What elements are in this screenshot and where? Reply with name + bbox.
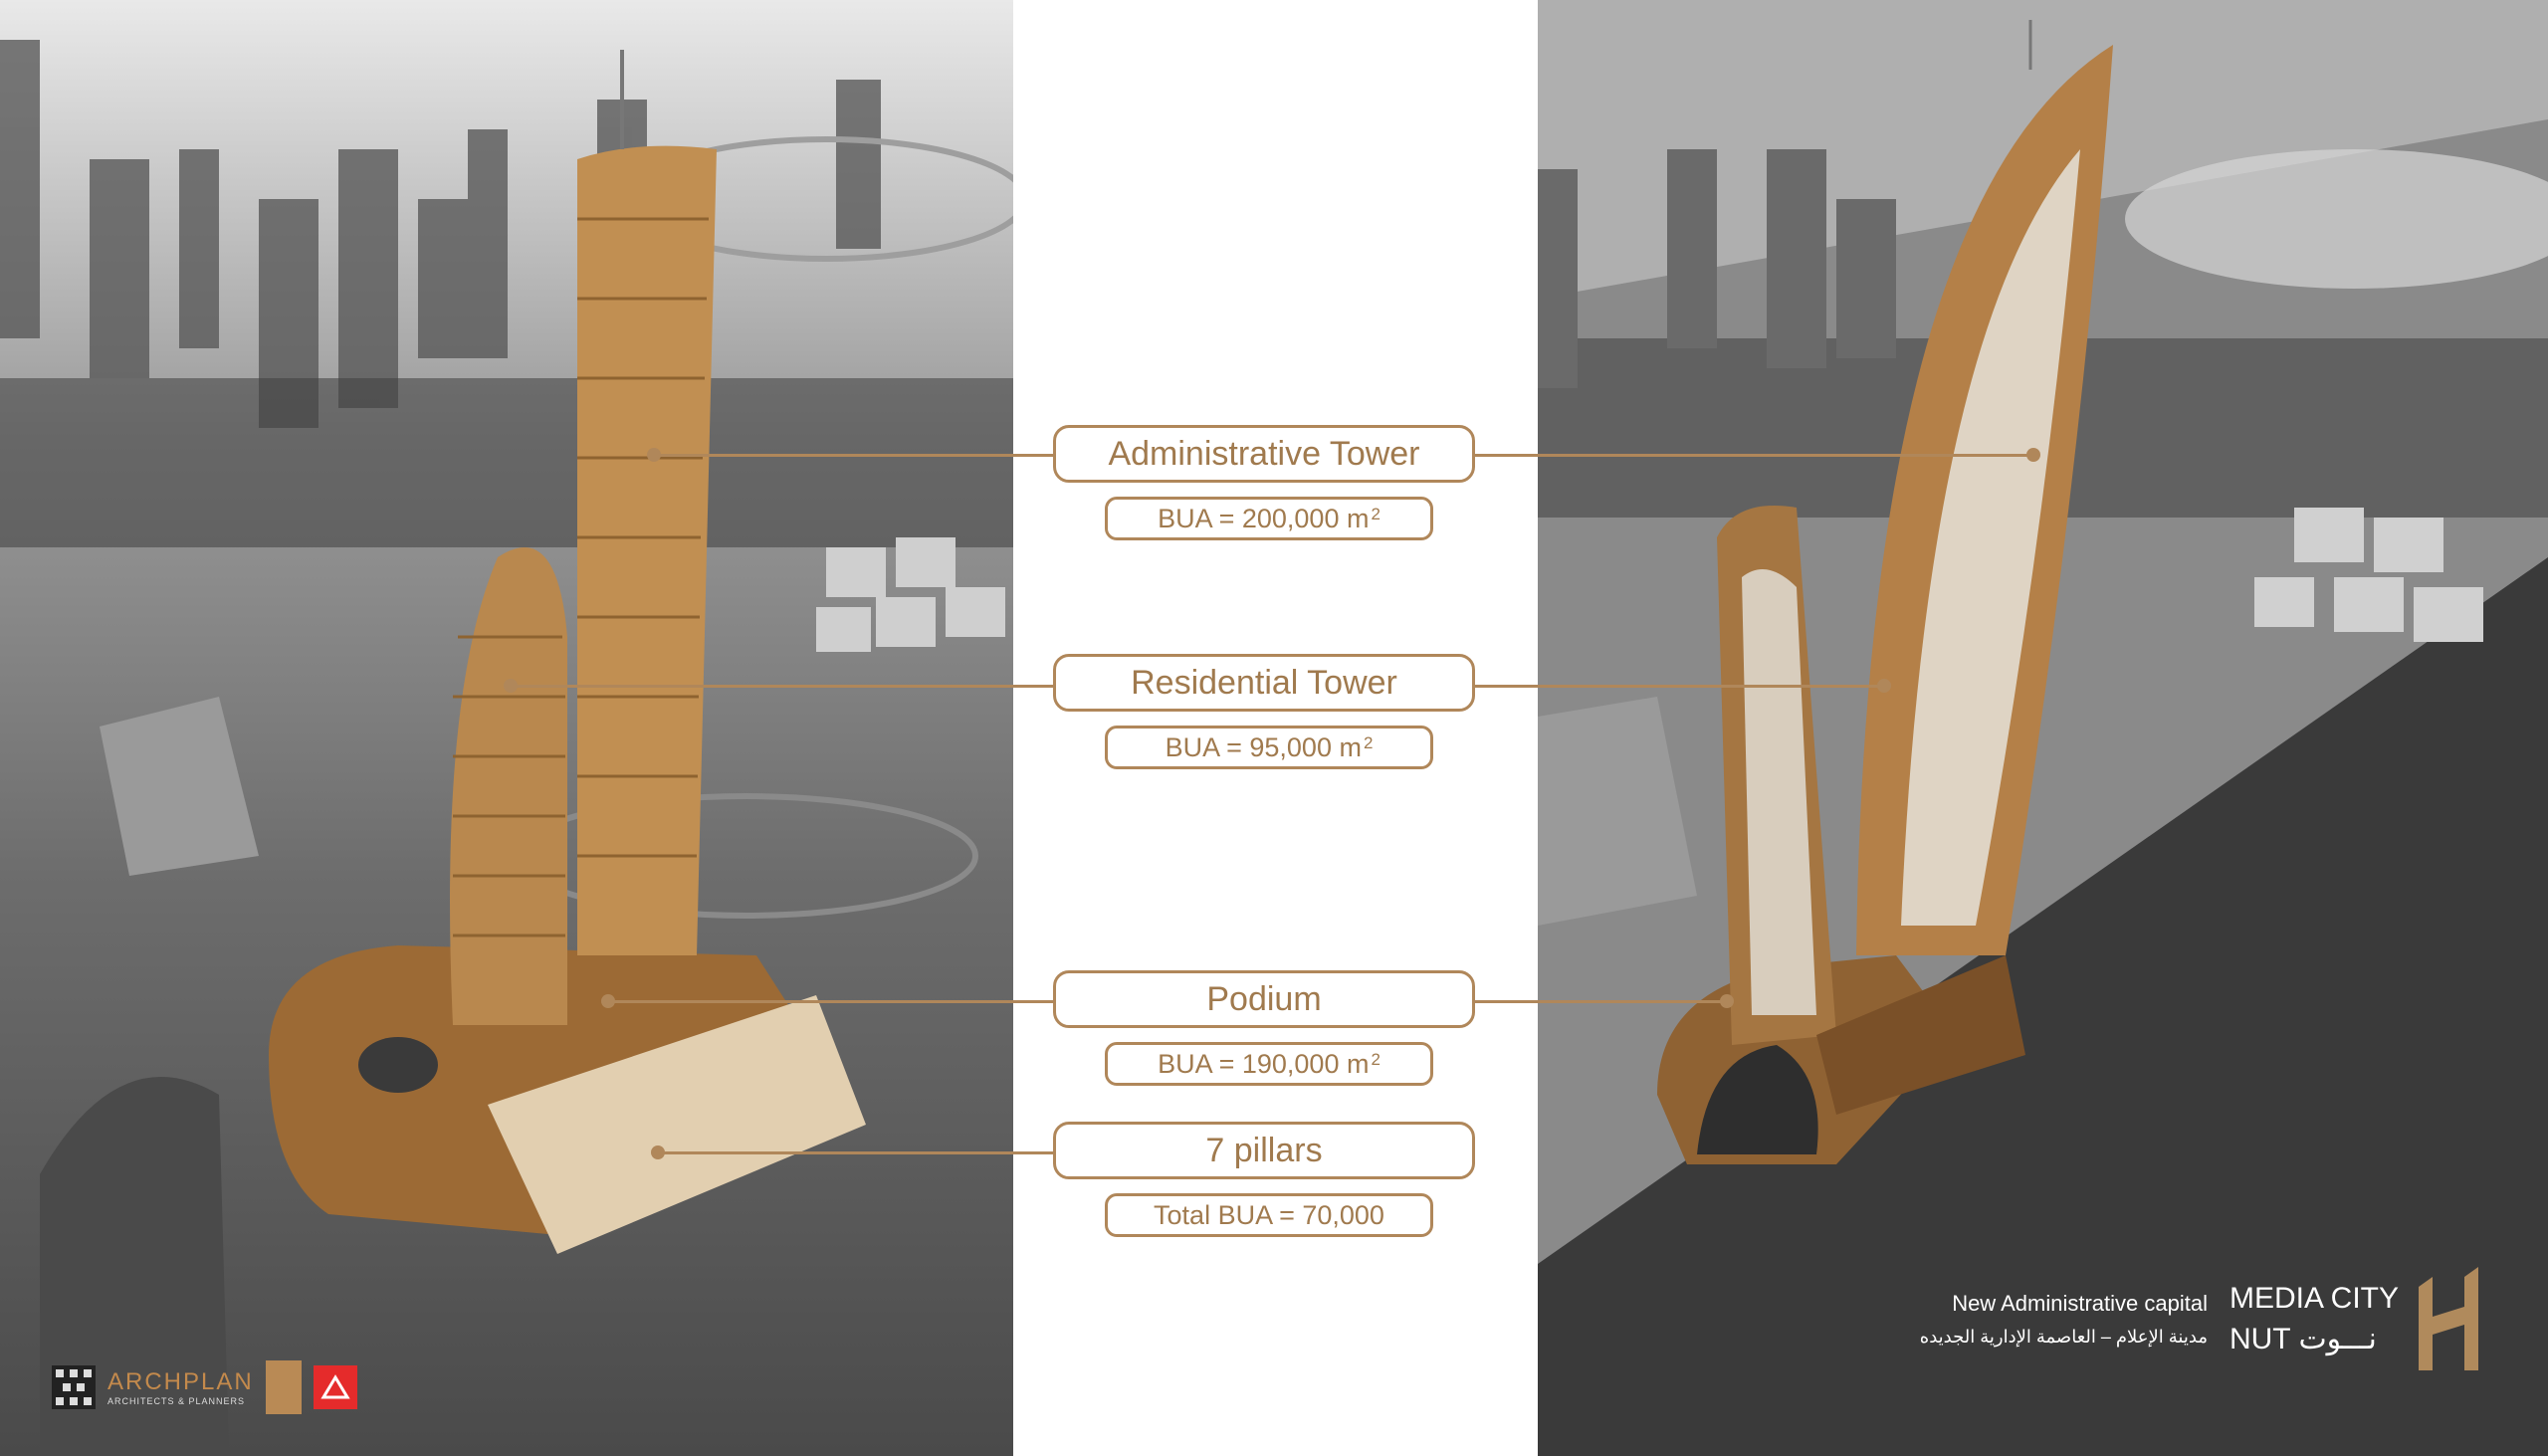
- callout-administrative-tower: Administrative Tower: [1053, 425, 1475, 483]
- project-identity: New Administrative capital مدينة الإعلام…: [1920, 1267, 2478, 1370]
- brand-nut-ar: نـــوت: [2298, 1322, 2377, 1355]
- archplan-tagline: ARCHITECTS & PLANNERS: [107, 1396, 246, 1406]
- left-render-illustration: [0, 40, 1013, 1456]
- subtitle-english: New Administrative capital: [1952, 1290, 2208, 1316]
- consultant-logos: ARCHPLAN ARCHITECTS & PLANNERS: [52, 1360, 357, 1414]
- leader-dot-admin-left: [647, 448, 661, 462]
- brand-media-city: MEDIA CITY: [2229, 1281, 2399, 1315]
- bua-7-pillars: Total BUA = 70,000: [1105, 1193, 1433, 1237]
- leader-dot-residential-right: [1877, 679, 1891, 693]
- callout-title: 7 pillars: [1205, 1131, 1323, 1169]
- brand-nut-en: NUT: [2229, 1322, 2291, 1355]
- project-subtitles: New Administrative capital مدينة الإعلام…: [1920, 1291, 2208, 1348]
- unit-superscript: 2: [1363, 733, 1374, 752]
- bua-value: Total BUA = 70,000: [1154, 1199, 1384, 1230]
- leader-podium-right: [1475, 1000, 1728, 1003]
- left-aerial-render: [0, 0, 1013, 1456]
- leader-admin-right: [1475, 454, 2032, 457]
- right-render-illustration: [1538, 0, 2548, 1264]
- callout-residential-tower: Residential Tower: [1053, 654, 1475, 712]
- unit-superscript: 2: [1371, 1050, 1380, 1069]
- leader-podium-left: [607, 1000, 1053, 1003]
- nut-logo-icon: [2419, 1267, 2478, 1370]
- archplan-name: ARCHPLAN: [107, 1368, 254, 1395]
- bua-value: BUA = 200,000 m: [1158, 503, 1370, 533]
- subtitle-arabic: مدينة الإعلام – العاصمة الإدارية الجديده: [1919, 1326, 2208, 1347]
- leader-pillars-left: [657, 1151, 1053, 1154]
- leader-admin-left: [653, 454, 1053, 457]
- callout-7-pillars: 7 pillars: [1053, 1122, 1475, 1179]
- archplan-wordmark: ARCHPLAN ARCHITECTS & PLANNERS: [107, 1368, 254, 1406]
- leader-residential-left: [510, 685, 1053, 688]
- bua-value: BUA = 190,000 m: [1158, 1048, 1370, 1079]
- callout-title: Residential Tower: [1131, 663, 1397, 702]
- right-perspective-render: [1538, 0, 2548, 1456]
- project-brand: MEDIA CITY NUT نـــوت: [2230, 1282, 2399, 1356]
- leader-dot-podium-left: [601, 994, 615, 1008]
- bua-value: BUA = 95,000 m: [1165, 731, 1362, 762]
- unit-superscript: 2: [1371, 505, 1380, 523]
- leader-residential-right: [1475, 685, 1885, 688]
- leader-dot-residential-left: [504, 679, 518, 693]
- brand-nut-line: NUT نـــوت: [2230, 1322, 2399, 1356]
- archplan-pattern-icon: [52, 1365, 96, 1409]
- gold-logo-mark: [265, 1360, 302, 1414]
- leader-dot-pillars-left: [651, 1145, 665, 1159]
- callout-title: Administrative Tower: [1108, 434, 1420, 473]
- leader-dot-podium-right: [1720, 994, 1734, 1008]
- callout-title: Podium: [1206, 979, 1322, 1018]
- red-consultant-logo-icon: [313, 1365, 357, 1409]
- leader-dot-admin-right: [2026, 448, 2040, 462]
- callout-podium: Podium: [1053, 970, 1475, 1028]
